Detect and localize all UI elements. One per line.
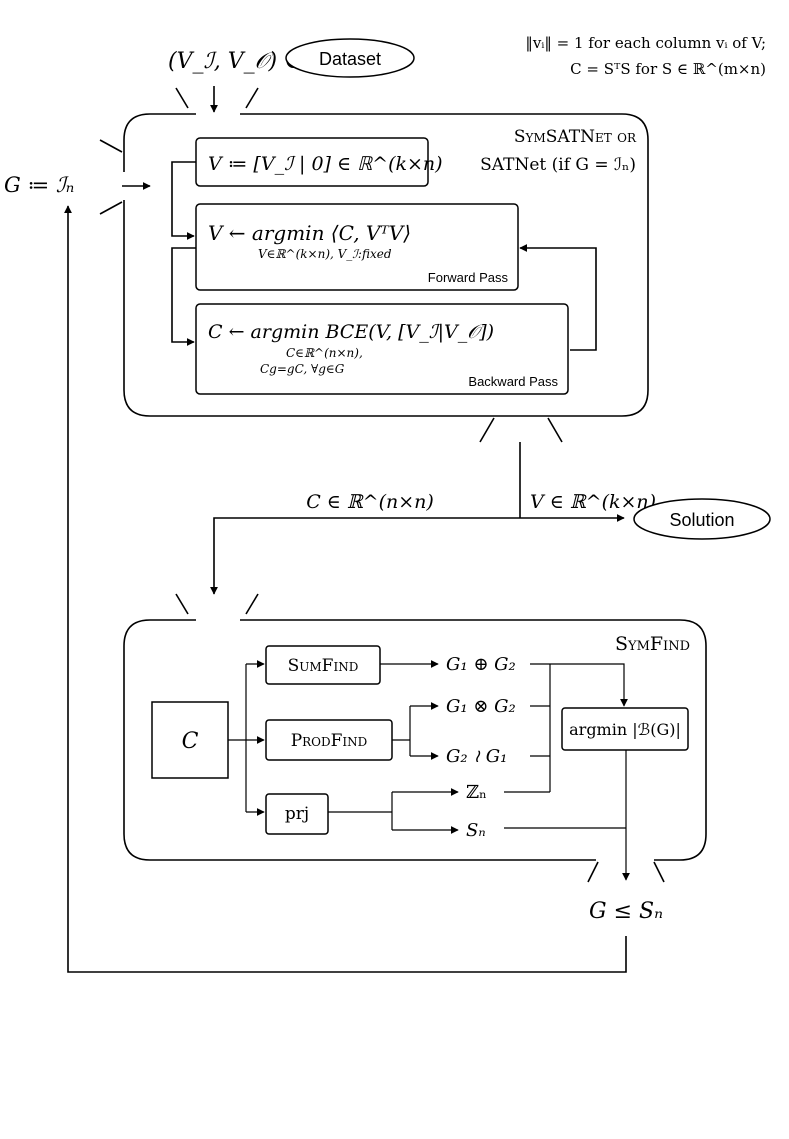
dataset-label: Dataset [319,49,381,69]
backward-formula: C ← argmin BCE(V, [V_ℐ|V_𝒪]) [208,321,494,343]
prj-label: prj [285,804,309,824]
backward-constraint-1: C∈ℝ^(n×n), [286,346,363,360]
solution-label: Solution [669,510,734,530]
v-output-label: V ∈ ℝ^(k×n) [530,491,656,513]
backward-constraint-2: Cg=gC, ∀g∈G [260,362,345,376]
g-wreath-label: G₂ ≀ G₁ [446,746,507,767]
result-label: G ≤ Sₙ [589,899,663,924]
symfind-title: SymFind [615,633,690,655]
solution-node: Solution [633,498,771,540]
dataset-node: Dataset [285,38,415,78]
argmin-box [561,707,689,751]
c-input-label: C [182,729,199,754]
c-input-box [151,701,229,779]
init-G-label: G ≔ ℐₙ [4,173,74,197]
forward-pass-box [195,203,519,291]
constraint-line-2: C = SᵀS for S ∈ ℝ^(m×n) [570,60,766,78]
forward-constraint: V∈ℝ^(k×n), V_ℐ:fixed [258,247,392,261]
s-n-label: Sₙ [466,820,486,841]
argmin-label: argmin |ℬ(G)| [569,720,681,739]
backward-pass-label: Backward Pass [468,374,558,389]
satnet-title-line-1: SymSATNet or [514,127,637,147]
v-init-formula: V ≔ [V_ℐ | 0] ∈ ℝ^(k×n) [208,153,443,175]
g-sum-label: G₁ ⊕ G₂ [446,654,516,675]
constraint-line-1: ‖vᵢ‖ = 1 for each column vᵢ of V; [525,34,766,52]
sumfind-label: SumFind [288,656,359,676]
forward-pass-label: Forward Pass [428,270,509,285]
g-prod-label: G₁ ⊗ G₂ [446,696,516,717]
sumfind-box [265,645,381,685]
backward-pass-box [195,303,569,395]
prodfind-label: ProdFind [291,731,368,751]
satnet-block-frame [123,113,649,417]
dataset-input-label: (V_ℐ, V_𝒪) ∈ [168,49,300,74]
satnet-title-line-2: SATNet (if G = ℐₙ) [480,155,636,175]
feedback-loop [64,205,627,973]
symfind-block-frame [123,619,707,861]
z-n-label: ℤₙ [466,782,487,803]
prj-box [265,793,329,835]
c-output-label: C ∈ ℝ^(n×n) [306,491,434,513]
forward-formula: V ← argmin ⟨C, VᵀV⟩ [208,221,411,245]
